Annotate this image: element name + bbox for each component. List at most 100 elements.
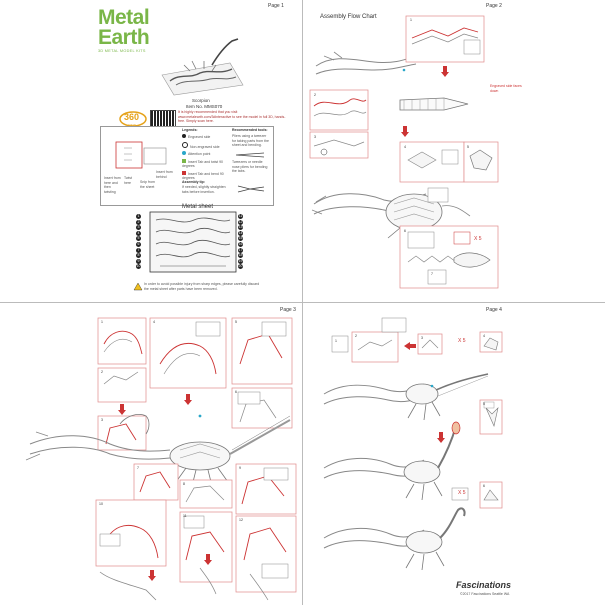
sheet-part-number: 15 bbox=[238, 236, 243, 242]
sheet-number-column-left: 1 2 3 4 5 6 7 8 9 10 bbox=[136, 214, 150, 270]
tools-text-2: Tweezers or needle nose pliers for bendi… bbox=[232, 160, 268, 173]
page-4: Page 4 bbox=[304, 304, 604, 604]
sheet-part-number: 18 bbox=[238, 253, 243, 259]
copyright-text: ©2017 Fascinations Seattle WA bbox=[460, 592, 510, 596]
step-badge: 2 bbox=[314, 93, 316, 97]
diagram-label-3: Snip from the sheet bbox=[140, 180, 155, 189]
multiplier-label: X 5 bbox=[474, 236, 482, 242]
warning-text: In order to avoid possible injury from s… bbox=[144, 282, 260, 291]
tools-title: Recommended tools: bbox=[232, 128, 268, 132]
step-badge: 4 bbox=[153, 320, 155, 324]
step-badge: 2 bbox=[355, 334, 357, 338]
warning-icon bbox=[133, 282, 143, 291]
page-2: Page 2 Assembly Flow Chart bbox=[304, 0, 604, 300]
multiplier-label: X 5 bbox=[458, 490, 466, 496]
step-badge: 9 bbox=[239, 466, 241, 470]
legend-list: Engraved side Non-engraved side Attentio… bbox=[182, 134, 232, 181]
brand-logo-line1: Metal bbox=[98, 6, 150, 29]
page-number: Page 3 bbox=[280, 307, 296, 313]
sheet-part-number: 9 bbox=[136, 258, 141, 264]
legend-item: Attention point bbox=[182, 151, 232, 157]
step-badge: 7 bbox=[137, 466, 139, 470]
page-number: Page 1 bbox=[268, 3, 284, 9]
sheet-part-number: 3 bbox=[136, 225, 141, 231]
engraved-side-icon bbox=[182, 134, 186, 138]
page-number: Page 2 bbox=[486, 3, 502, 9]
step-badge: 5 bbox=[467, 145, 469, 149]
sheet-part-number: 10 bbox=[136, 264, 141, 270]
multiplier-label: X 5 bbox=[458, 338, 466, 344]
model-name: Scorpion bbox=[192, 98, 210, 103]
badge-number: 360 bbox=[124, 112, 140, 122]
assembly-tip-title: Assembly tip: bbox=[182, 180, 205, 184]
brand-logo-line2: Earth bbox=[98, 26, 150, 49]
final-assembly-diagram bbox=[323, 317, 503, 571]
brand-logo: Metal Earth 3D METAL MODEL KITS bbox=[98, 6, 158, 53]
step-badge: 6 bbox=[404, 229, 406, 233]
engraved-side-callout: Engraved side faces down bbox=[490, 84, 522, 93]
item-number: Item No. MMS070 bbox=[186, 104, 223, 109]
step-badge: 4 bbox=[404, 145, 406, 149]
bend-tab-icon bbox=[182, 170, 186, 175]
legend-item: Insert Tab and twist 90 degrees bbox=[182, 158, 223, 168]
legend-box bbox=[100, 126, 274, 206]
tab-insertion-diagram bbox=[115, 141, 167, 169]
step-badge: 1 bbox=[101, 320, 103, 324]
page-1: Page 1 Metal Earth 3D METAL MODEL KITS S… bbox=[0, 0, 300, 300]
sheet-part-number: 16 bbox=[238, 241, 243, 247]
step-badge: 2 bbox=[101, 370, 103, 374]
sheet-part-number: 5 bbox=[136, 236, 141, 242]
step-badge: 1 bbox=[335, 339, 337, 343]
sheet-number-column-right: 11 12 13 14 15 16 17 18 19 20 bbox=[238, 214, 252, 270]
brand-subtitle: 3D METAL MODEL KITS bbox=[98, 49, 146, 53]
leg-assembly-diagram bbox=[25, 317, 297, 601]
sheet-part-number: 13 bbox=[238, 225, 243, 231]
step-badge: 5 bbox=[483, 402, 485, 406]
page-heading: Assembly Flow Chart bbox=[320, 14, 377, 20]
page-number: Page 4 bbox=[486, 307, 502, 313]
legend-title: Legends: bbox=[182, 128, 198, 132]
step-badge: 3 bbox=[101, 418, 103, 422]
sheet-part-number: 4 bbox=[136, 230, 141, 236]
assembly-tip-text: If needed, slightly straighten tabs befo… bbox=[182, 185, 226, 194]
non-engraved-side-icon bbox=[182, 141, 188, 148]
step-badge: 7 bbox=[431, 272, 433, 276]
legend-item: Non-engraved side bbox=[182, 141, 232, 150]
legend-item: Insert Tab and bend 90 degrees bbox=[182, 170, 224, 180]
step-badge: 11 bbox=[183, 514, 187, 518]
page-3: Page 3 bbox=[0, 304, 300, 604]
metal-sheet-image bbox=[149, 211, 237, 273]
sheet-part-number: 14 bbox=[238, 230, 243, 236]
sheet-part-number: 7 bbox=[136, 247, 141, 253]
step-badge: 6 bbox=[483, 484, 485, 488]
sheet-part-number: 2 bbox=[136, 219, 141, 225]
step-badge: 3 bbox=[421, 336, 423, 340]
step-badge: 4 bbox=[483, 334, 485, 338]
badge-label: VIEW bbox=[128, 123, 136, 127]
step-badge: 1 bbox=[410, 18, 412, 22]
step-badge: 5 bbox=[235, 320, 237, 324]
sheet-part-number: 19 bbox=[238, 258, 243, 264]
step-badge: 12 bbox=[239, 518, 243, 522]
sheet-title: Metal sheet bbox=[182, 204, 214, 210]
footer-brand-logo: Fascinations bbox=[456, 580, 512, 590]
promo-text: It is highly recommended that you visit … bbox=[178, 110, 286, 123]
twist-tab-icon bbox=[182, 158, 186, 163]
sheet-part-number: 1 bbox=[136, 214, 141, 219]
diagram-label-2: Twist here bbox=[124, 176, 132, 185]
sheet-part-number: 20 bbox=[238, 264, 243, 270]
step-badge: 10 bbox=[99, 502, 103, 506]
scorpion-model-image bbox=[161, 38, 244, 96]
step-badge: 8 bbox=[183, 482, 185, 486]
sheet-part-number: 12 bbox=[238, 219, 243, 225]
diagram-label-4: Insert from behind bbox=[156, 170, 173, 179]
tools-text: Pliers using a tweezer for taking parts … bbox=[232, 134, 269, 147]
sheet-part-number: 8 bbox=[136, 253, 141, 259]
pliers-icon bbox=[237, 185, 265, 193]
sheet-part-number: 6 bbox=[136, 241, 141, 247]
scorpion-tail-assembly bbox=[309, 15, 499, 289]
step-badge: 3 bbox=[314, 135, 316, 139]
sheet-part-number: 11 bbox=[238, 214, 243, 219]
attention-point-icon bbox=[182, 151, 186, 155]
diagram-label-1: Insert from here and then twisting bbox=[104, 176, 121, 194]
